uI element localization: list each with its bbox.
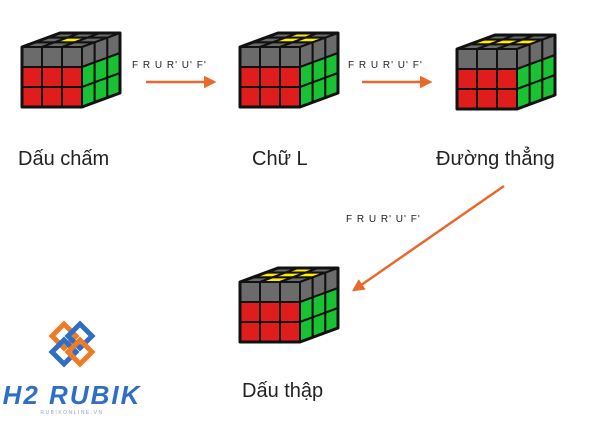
cube-cross bbox=[238, 266, 340, 344]
front-sticker-8 bbox=[496, 88, 518, 110]
cube-outline bbox=[455, 33, 557, 111]
cube-l-shape bbox=[238, 31, 340, 109]
arrows-layer bbox=[146, 75, 505, 292]
stage-label-dot: Dấu chấm bbox=[18, 148, 110, 170]
front-sticker-4 bbox=[41, 66, 63, 88]
front-sticker-0 bbox=[239, 46, 261, 68]
stage-label-line: Đường thẳng bbox=[436, 148, 555, 170]
front-sticker-3 bbox=[239, 301, 261, 323]
algorithm-label-2: F R U R' U' F' bbox=[348, 60, 423, 71]
front-sticker-1 bbox=[259, 46, 281, 68]
front-sticker-4 bbox=[259, 66, 281, 88]
cubes-layer bbox=[20, 31, 557, 344]
stage-label-l-shape: Chữ L bbox=[252, 148, 308, 170]
front-sticker-3 bbox=[239, 66, 261, 88]
front-sticker-2 bbox=[61, 46, 83, 68]
front-sticker-7 bbox=[476, 88, 498, 110]
front-sticker-5 bbox=[279, 66, 301, 88]
arrow-line-to-cross bbox=[351, 184, 505, 292]
front-sticker-7 bbox=[259, 86, 281, 108]
front-sticker-3 bbox=[21, 66, 43, 88]
front-sticker-6 bbox=[21, 86, 43, 108]
algorithm-label-1: F R U R' U' F' bbox=[132, 60, 207, 71]
front-sticker-6 bbox=[239, 86, 261, 108]
front-sticker-4 bbox=[259, 301, 281, 323]
front-sticker-0 bbox=[456, 48, 478, 70]
front-sticker-1 bbox=[259, 281, 281, 303]
front-sticker-5 bbox=[279, 301, 301, 323]
front-sticker-1 bbox=[41, 46, 63, 68]
front-sticker-4 bbox=[476, 68, 498, 90]
front-sticker-1 bbox=[476, 48, 498, 70]
front-sticker-8 bbox=[279, 86, 301, 108]
front-sticker-5 bbox=[496, 68, 518, 90]
front-sticker-7 bbox=[259, 321, 281, 343]
logo-mark bbox=[48, 320, 96, 368]
front-sticker-2 bbox=[496, 48, 518, 70]
logo-tagline: RUBIKONLINE.VN bbox=[40, 410, 103, 416]
front-sticker-8 bbox=[279, 321, 301, 343]
algorithm-label-3: F R U R' U' F' bbox=[346, 214, 421, 225]
front-sticker-0 bbox=[21, 46, 43, 68]
front-sticker-5 bbox=[61, 66, 83, 88]
cube-dot bbox=[20, 31, 122, 109]
cube-outline bbox=[20, 31, 122, 109]
front-sticker-6 bbox=[239, 321, 261, 343]
front-sticker-6 bbox=[456, 88, 478, 110]
front-sticker-2 bbox=[279, 46, 301, 68]
front-sticker-7 bbox=[41, 86, 63, 108]
cube-outline bbox=[238, 31, 340, 109]
cube-outline bbox=[238, 266, 340, 344]
stage-label-cross: Dấu thập bbox=[242, 380, 324, 402]
front-sticker-0 bbox=[239, 281, 261, 303]
front-sticker-3 bbox=[456, 68, 478, 90]
front-sticker-8 bbox=[61, 86, 83, 108]
logo-wordmark: H2 RUBIK bbox=[3, 380, 142, 410]
front-sticker-2 bbox=[279, 281, 301, 303]
cube-line bbox=[455, 33, 557, 111]
